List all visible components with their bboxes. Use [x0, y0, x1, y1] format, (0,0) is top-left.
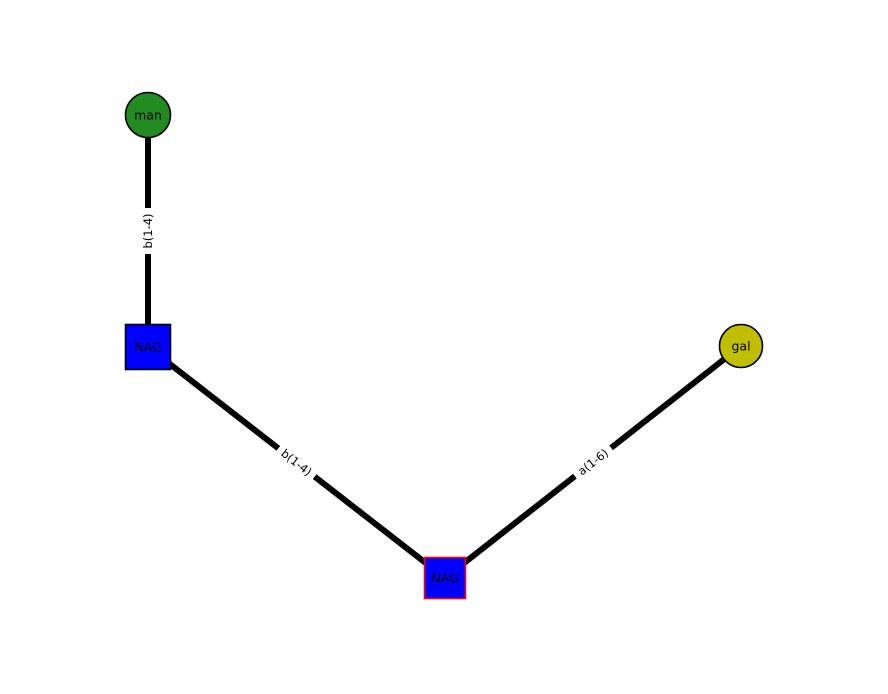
edge-label-background-2: [569, 440, 617, 484]
node-label-nag2: NAG: [431, 570, 458, 585]
edge-label-man-nag1: b(1-4): [139, 208, 157, 254]
node-label-nag1: NAG: [134, 339, 161, 354]
edge-label-nag1-nag2: b(1-4): [272, 441, 321, 484]
node-shape-man-circle-icon: [124, 91, 172, 139]
edge-label-background-0: [139, 208, 157, 254]
node-man: man: [124, 91, 172, 139]
node-gal: gal: [718, 323, 764, 369]
edge-label-nag2-gal: a(1-6): [569, 440, 617, 484]
edge-label-text-0: b(1-4): [141, 213, 155, 248]
node-nag2: NAG: [423, 556, 467, 600]
node-shape-gal-circle-icon: [718, 323, 764, 369]
edge-label-background-1: [272, 441, 321, 484]
node-shape-nag1-square-icon: [124, 323, 172, 371]
node-nag1: NAG: [124, 323, 172, 371]
node-label-gal: gal: [731, 338, 750, 353]
node-shape-nag2-square-icon: [423, 556, 467, 600]
node-label-man: man: [134, 107, 162, 122]
